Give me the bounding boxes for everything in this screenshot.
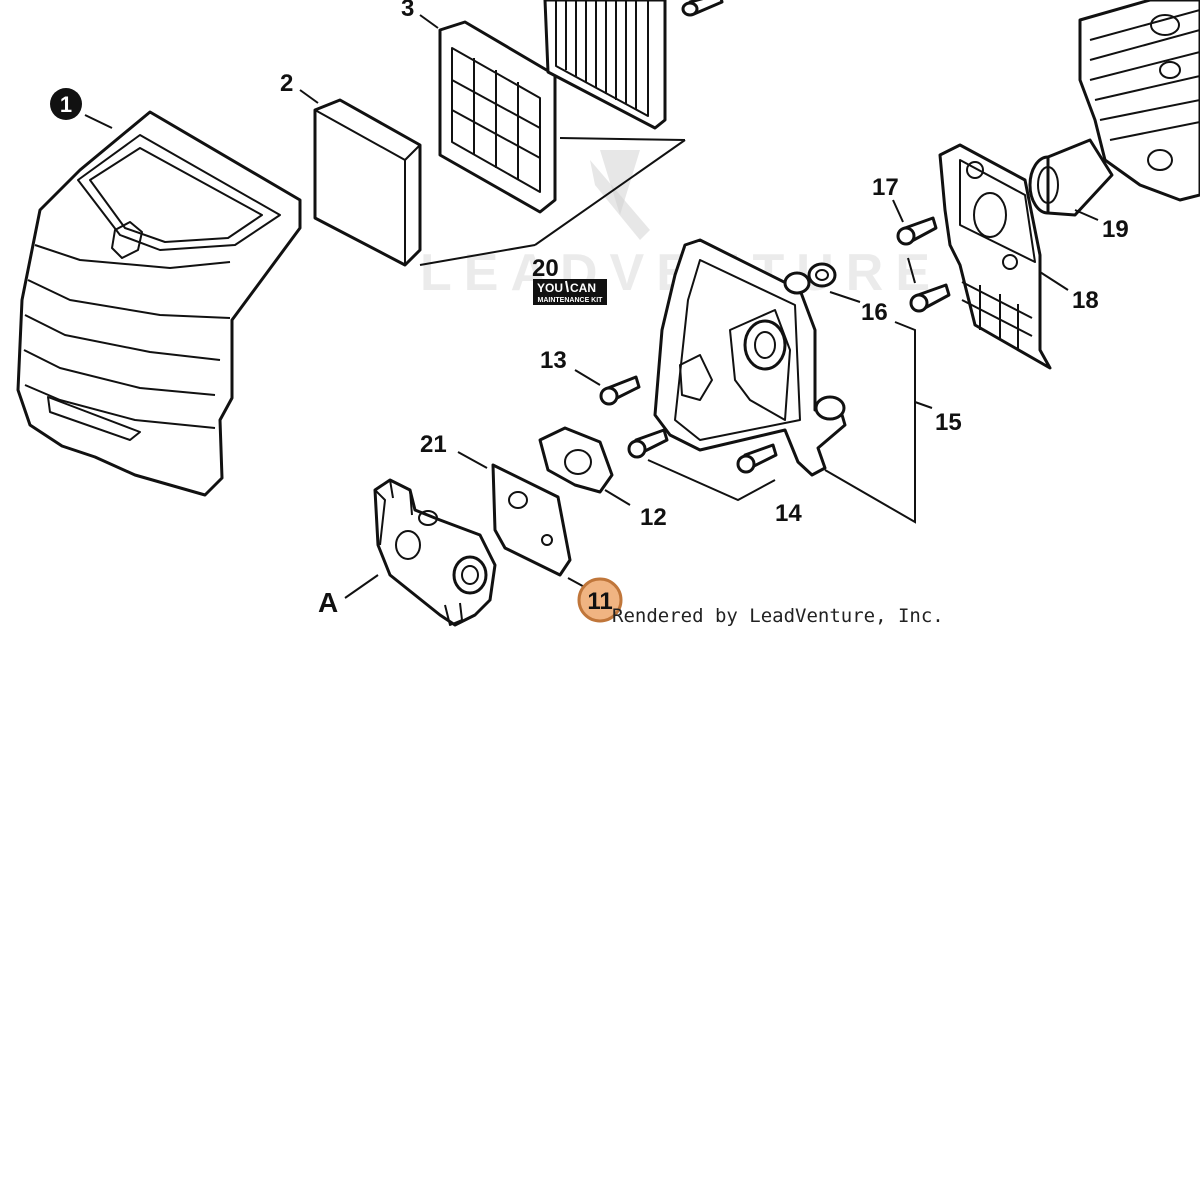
callout-21[interactable]: 21: [420, 431, 447, 458]
bushing[interactable]: [807, 262, 837, 288]
callout-16[interactable]: 16: [861, 299, 888, 326]
screw-17-upper[interactable]: [896, 216, 938, 246]
callout-12[interactable]: 12: [640, 504, 667, 531]
screw-13[interactable]: [599, 375, 641, 406]
callout-3[interactable]: 3: [401, 0, 414, 22]
filter-grid[interactable]: [438, 20, 557, 214]
gasket[interactable]: [491, 463, 572, 577]
spacer-flange[interactable]: [538, 426, 614, 494]
svg-text:1: 1: [60, 92, 72, 117]
callout-11-highlighted[interactable]: 11: [577, 577, 623, 623]
leader-lines: [84, 14, 1099, 599]
callout-1[interactable]: 1: [50, 88, 82, 120]
screw-14-right[interactable]: [736, 443, 778, 474]
air-filter-base[interactable]: [653, 238, 847, 477]
wrench-icon: [565, 280, 569, 293]
maintenance-kit-badge[interactable]: YOU CAN MAINTENANCE KIT: [533, 279, 607, 305]
callout-18[interactable]: 18: [1072, 287, 1099, 314]
badge-kit-text: MAINTENANCE KIT: [538, 297, 604, 304]
badge-can-text: CAN: [570, 281, 596, 295]
badge-you-text: YOU: [537, 281, 563, 295]
rendered-by-text: Rendered by LeadVenture, Inc.: [612, 605, 944, 627]
cylinder[interactable]: [1078, 0, 1200, 202]
callout-2[interactable]: 2: [280, 70, 293, 97]
carburetor[interactable]: [373, 478, 497, 627]
kit-bracket-20: [419, 137, 686, 266]
intake-manifold[interactable]: [1028, 138, 1114, 217]
callout-14[interactable]: 14: [775, 500, 802, 527]
callout-13[interactable]: 13: [540, 347, 567, 374]
screw-14-left[interactable]: [627, 428, 669, 459]
highlight-circle: [577, 577, 623, 623]
callout-17[interactable]: 17: [872, 174, 899, 201]
air-filter-cover[interactable]: [16, 110, 302, 497]
pleated-filter[interactable]: [543, 0, 667, 130]
pre-filter[interactable]: [313, 98, 422, 267]
callout-A[interactable]: A: [318, 587, 338, 618]
callout-19[interactable]: 19: [1102, 216, 1129, 243]
callout-15[interactable]: 15: [935, 409, 962, 436]
screw-17-lower[interactable]: [909, 283, 951, 313]
svg-text:11: 11: [587, 588, 612, 615]
top-screw[interactable]: [681, 0, 724, 17]
callout-20[interactable]: 20: [532, 255, 559, 282]
carburetor-flange-plate[interactable]: [938, 143, 1052, 370]
